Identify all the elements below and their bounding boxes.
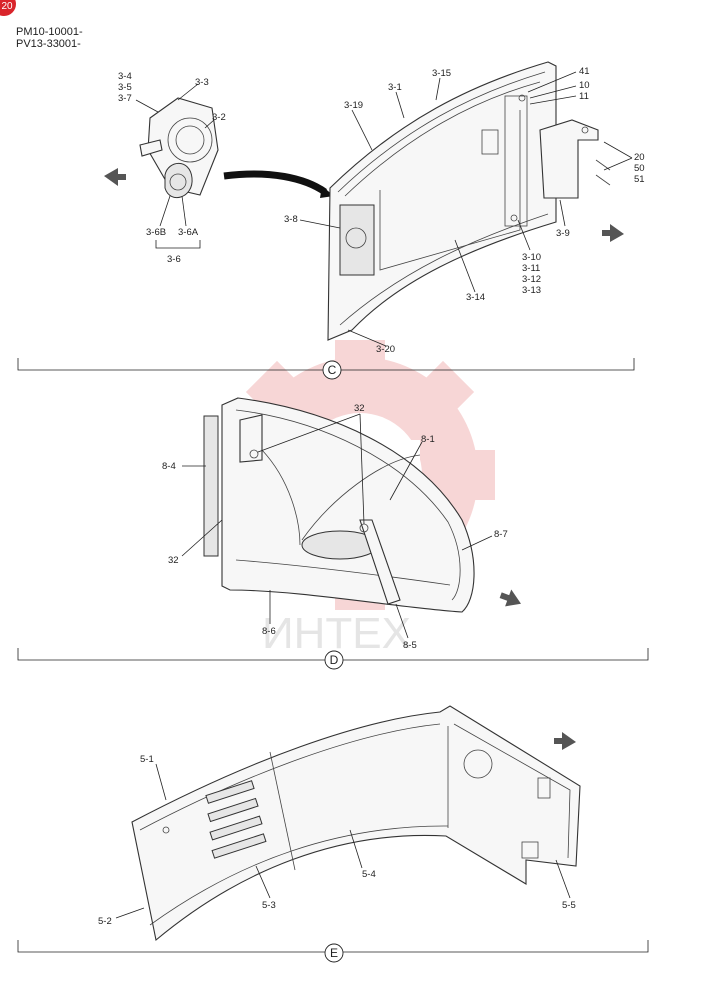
callout-label: 51 bbox=[634, 174, 645, 185]
callout-label: 3-2 bbox=[212, 112, 226, 123]
motor-bracket-drawing bbox=[139, 97, 219, 199]
callout-label: 20 bbox=[634, 152, 645, 163]
callout-label: 8-5 bbox=[403, 640, 417, 651]
callout-label: 3-6 bbox=[167, 254, 181, 265]
callout-label: 11 bbox=[579, 91, 589, 102]
callout-label: 3-19 bbox=[344, 100, 363, 111]
fender-cover-drawing bbox=[131, 705, 581, 942]
callout-label: 5-3 bbox=[262, 900, 276, 911]
callout-label: 3-10 bbox=[522, 252, 541, 263]
callout-label: 32 bbox=[354, 403, 365, 414]
section-marker bbox=[324, 650, 344, 670]
page-badge: 20 bbox=[0, 0, 16, 16]
watermark-text: ИНТЕХ bbox=[262, 609, 411, 658]
door-inner-panel-drawing bbox=[203, 397, 475, 613]
callout-label: 3-14 bbox=[466, 292, 485, 303]
callout-label: 8-7 bbox=[494, 529, 508, 540]
callout-label: 3-12 bbox=[522, 274, 541, 285]
arrow-icon bbox=[554, 732, 576, 750]
callout-label: 3-4 bbox=[118, 71, 132, 82]
section-e: 5-1 5-4 5-3 5-2 5-5 E bbox=[17, 705, 649, 963]
callout-label: 3-6A bbox=[178, 227, 199, 238]
callout-label: 5-1 bbox=[140, 754, 154, 765]
callout-label: 3-5 bbox=[118, 82, 132, 93]
callout-label: 3-13 bbox=[522, 285, 541, 296]
callout-label: 8-4 bbox=[162, 461, 176, 472]
callout-label: 32 bbox=[168, 555, 179, 566]
arrow-right-icon bbox=[602, 224, 624, 242]
section-d: 32 8-1 8-4 32 8-7 8-6 8-5 D bbox=[17, 397, 649, 670]
callout-label: 3-20 bbox=[376, 344, 395, 355]
callout-label: 8-6 bbox=[262, 626, 276, 637]
callout-label: 5-5 bbox=[562, 900, 576, 911]
callout-label: 3-3 bbox=[195, 77, 209, 88]
callout-label: 3-11 bbox=[522, 263, 540, 274]
section-marker bbox=[324, 943, 344, 963]
section-letter: E bbox=[330, 946, 338, 960]
callout-label: 3-9 bbox=[556, 228, 570, 239]
callout-label: 41 bbox=[579, 66, 590, 77]
callout-label: 50 bbox=[634, 163, 645, 174]
arrow-icon bbox=[499, 589, 521, 607]
callout-label: 5-2 bbox=[98, 916, 112, 927]
curved-arrow-icon bbox=[223, 170, 328, 195]
arrow-left-icon bbox=[104, 168, 126, 186]
section-c: 3-4 3-5 3-7 3-3 3-2 3-6B 3-6A 3-6 3-8 3-… bbox=[17, 61, 645, 380]
callout-label: 3-1 bbox=[388, 82, 402, 93]
callout-label: 8-1 bbox=[421, 434, 435, 445]
hinge-bracket-drawing bbox=[539, 119, 611, 199]
section-letter: D bbox=[330, 653, 339, 667]
callout-label: 10 bbox=[579, 80, 590, 91]
model-range-2: PV13-33001- bbox=[16, 38, 81, 50]
model-range-1: PM10-10001- bbox=[16, 26, 83, 38]
callout-label: 5-4 bbox=[362, 869, 376, 880]
callout-label: 3-15 bbox=[432, 68, 451, 79]
section-marker bbox=[322, 360, 342, 380]
callout-label: 3-8 bbox=[284, 214, 298, 225]
door-panel-drawing bbox=[327, 61, 557, 341]
section-letter: C bbox=[328, 363, 337, 377]
callout-label: 3-7 bbox=[118, 93, 132, 104]
callout-label: 3-6B bbox=[146, 227, 166, 238]
